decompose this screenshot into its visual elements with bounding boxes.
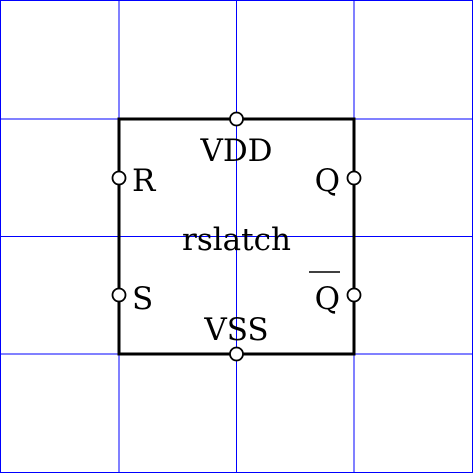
pins [111,111,362,362]
component-name: rslatch [182,222,291,258]
r-pin-label: R [132,163,157,199]
vdd-pin-label: VDD [199,133,272,169]
q-pin[interactable] [346,170,362,186]
q-pin-label: Q [315,163,340,199]
vdd-pin[interactable] [229,111,244,127]
qbar-pin-label: Q [315,281,340,317]
r-pin[interactable] [111,170,127,186]
s-pin-label: S [132,281,153,317]
qbar-pin[interactable] [346,287,362,303]
vss-pin-label: VSS [203,312,268,348]
s-pin[interactable] [111,287,127,303]
vss-pin[interactable] [229,346,244,362]
